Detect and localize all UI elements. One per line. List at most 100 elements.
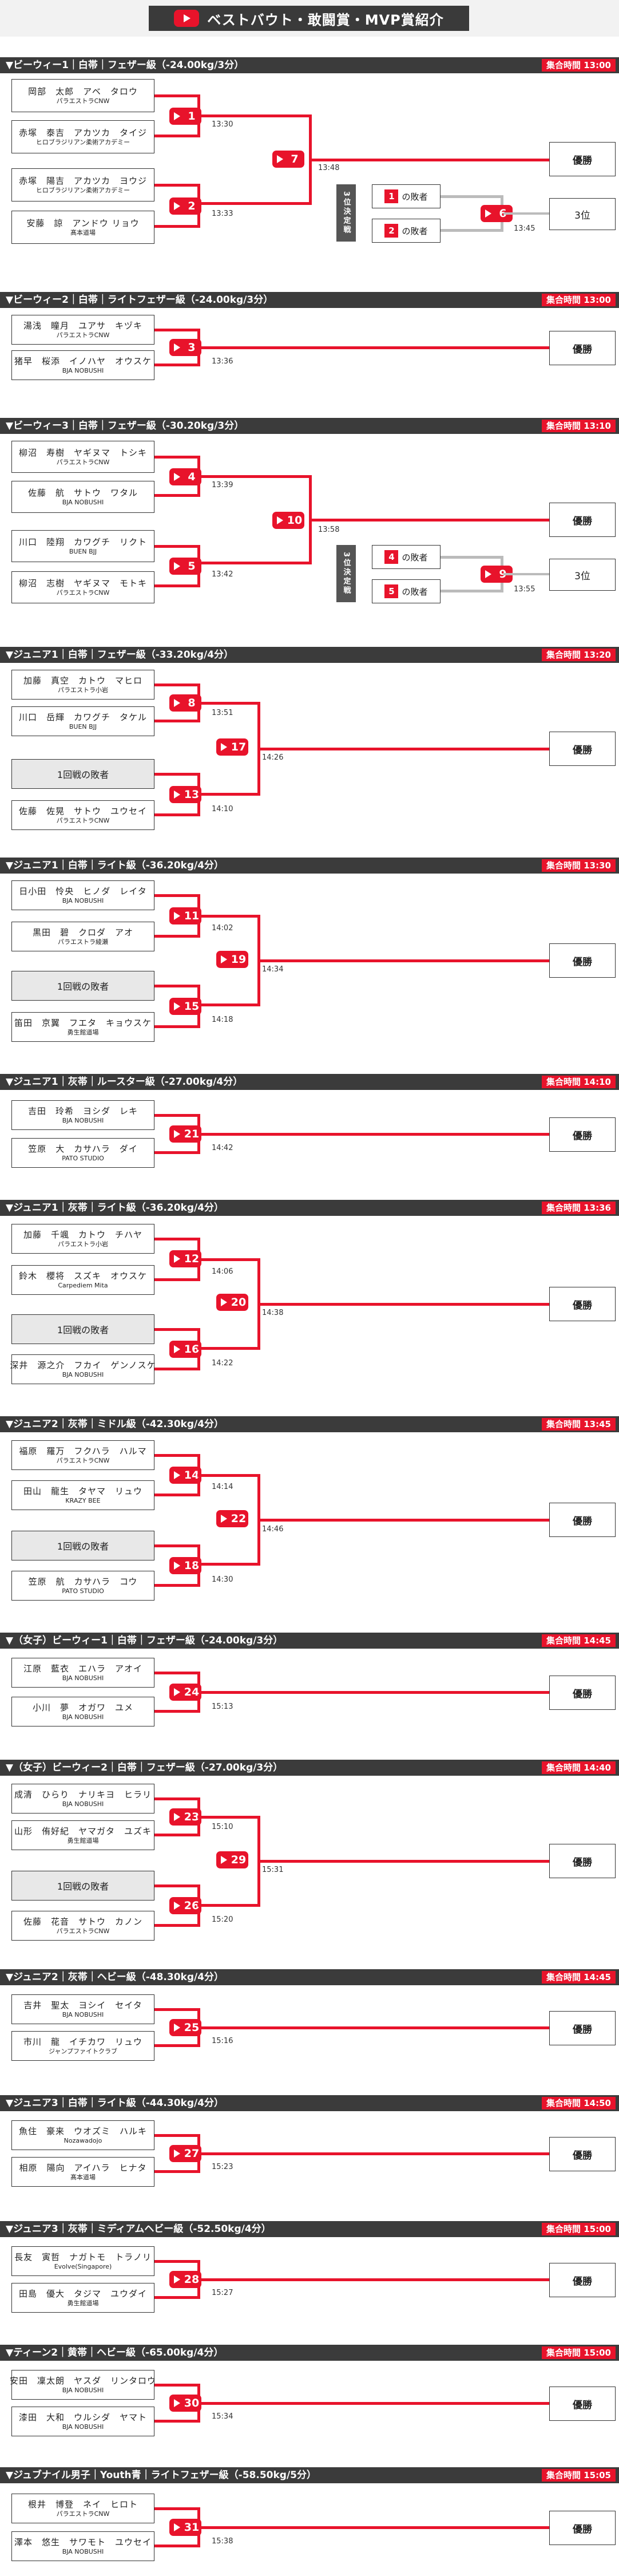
match-number: 27 xyxy=(184,2147,200,2160)
bracket-line xyxy=(503,573,549,575)
match-play-button[interactable]: 16 xyxy=(169,1341,201,1358)
match-time: 14:38 xyxy=(262,1309,284,1317)
bracket-line xyxy=(200,2526,549,2529)
match-play-button[interactable]: 18 xyxy=(169,1557,201,1574)
section-header: ▼ジュニア1｜灰帯｜ルースター級（-27.00kg/4分） 集合時間 14:10 xyxy=(0,1074,619,1090)
division-title: ▼（女子）ビーウィー2｜白帯｜フェザー級（-27.00kg/3分） xyxy=(6,1762,283,1773)
play-icon xyxy=(174,699,180,707)
play-icon xyxy=(221,1515,227,1523)
match-play-button[interactable]: 2 xyxy=(169,197,201,215)
match-play-button[interactable]: 28 xyxy=(169,2271,201,2288)
competitor-name: 吉井 聖太 ヨシイ セイタ xyxy=(23,2000,142,2010)
third-place-label: 3位決定戦 xyxy=(336,545,356,602)
division-title: ▼ジュニア1｜灰帯｜ルースター級（-27.00kg/4分） xyxy=(6,1076,243,1088)
match-play-button[interactable]: 24 xyxy=(169,1684,201,1701)
match-number: 12 xyxy=(184,1253,200,1265)
match-play-button[interactable]: 4 xyxy=(169,468,201,485)
bye-box: 1回戦の敗者 xyxy=(11,1531,154,1560)
bracket-line xyxy=(197,1258,260,1350)
competitor-team: BJA NOBUSHI xyxy=(62,367,104,374)
play-icon[interactable] xyxy=(174,10,200,27)
competitor-team: 髙本道場 xyxy=(70,2174,96,2181)
division-title: ▼ジュニア1｜白帯｜フェザー級（-33.20kg/4分） xyxy=(6,649,234,661)
match-play-button[interactable]: 21 xyxy=(169,1125,201,1143)
third-place-label: 3位決定戦 xyxy=(336,184,356,242)
winner-box: 優勝 xyxy=(549,1287,616,1321)
match-play-button[interactable]: 5 xyxy=(169,558,201,575)
section-header: ▼（女子）ビーウィー2｜白帯｜フェザー級（-27.00kg/3分） 集合時間 1… xyxy=(0,1760,619,1776)
play-icon xyxy=(174,2024,180,2032)
match-play-button[interactable]: 31 xyxy=(169,2519,201,2536)
match-number: 7 xyxy=(291,153,299,165)
match-time: 13:39 xyxy=(212,481,233,489)
competitor-box: 佐藤 航 サトウ ワタル BJA NOBUSHI xyxy=(11,481,154,513)
bracket-line xyxy=(197,114,312,205)
call-time-badge: 集合時間 14:50 xyxy=(542,2097,616,2109)
loser-label: の敗者 xyxy=(402,191,428,202)
competitor-box: 鈴木 櫻将 スズキ オウスケ Carpediem Mita xyxy=(11,1265,154,1295)
competitor-name: 加藤 千颯 カトウ チハヤ xyxy=(23,1230,142,1240)
competitor-name: 市川 龍 イチカワ リュウ xyxy=(23,2037,142,2047)
competitor-team: KRAZY BEE xyxy=(65,1497,101,1504)
play-icon xyxy=(174,2399,180,2407)
match-time: 13:45 xyxy=(514,224,535,233)
match-time: 14:18 xyxy=(212,1016,233,1024)
winner-box: 優勝 xyxy=(549,503,616,537)
top-banner: ベストバウト・敢闘賞・MVP賞紹介 xyxy=(0,0,619,37)
match-play-button[interactable]: 23 xyxy=(169,1808,201,1826)
competitor-name: 相原 陽向 アイハラ ヒナタ xyxy=(19,2163,147,2173)
match-time: 13:51 xyxy=(212,709,233,717)
match-play-button[interactable]: 19 xyxy=(216,951,248,968)
match-play-button[interactable]: 6 xyxy=(481,205,513,222)
match-play-button[interactable]: 20 xyxy=(216,1294,248,1311)
match-play-button[interactable]: 25 xyxy=(169,2019,201,2036)
match-play-button[interactable]: 22 xyxy=(216,1510,248,1527)
play-icon xyxy=(174,1255,180,1263)
match-play-button[interactable]: 17 xyxy=(216,738,248,756)
competitor-box: 川口 陸翔 カワグチ リクト BUEN BJJ xyxy=(11,530,154,562)
play-icon xyxy=(174,2275,180,2283)
match-play-button[interactable]: 10 xyxy=(272,512,304,529)
winner-box: 優勝 xyxy=(549,1844,616,1878)
competitor-team: BJA NOBUSHI xyxy=(62,1713,104,1721)
match-play-button[interactable]: 11 xyxy=(169,907,201,924)
match-play-button[interactable]: 3 xyxy=(169,339,201,356)
banner-bar[interactable]: ベストバウト・敢闘賞・MVP賞紹介 xyxy=(149,6,469,31)
match-play-button[interactable]: 1 xyxy=(169,108,201,125)
winner-box: 優勝 xyxy=(549,1676,616,1710)
division-title: ▼ビーウィー1｜白帯｜フェザー級（-24.00kg/3分） xyxy=(6,60,244,71)
match-play-button[interactable]: 7 xyxy=(272,151,304,168)
match-time: 14:02 xyxy=(212,924,233,933)
match-play-button[interactable]: 13 xyxy=(169,786,201,803)
bracket-section-14: ▼ティーン2｜黄帯｜ヘビー級（-65.00kg/4分） 集合時間 15:00 安… xyxy=(0,2345,619,2442)
match-ref: 1 xyxy=(384,189,399,203)
match-ref: 5 xyxy=(384,584,399,598)
competitor-team: BJA NOBUSHI xyxy=(62,1371,104,1378)
competitor-box: 江原 藍衣 エハラ アオイ BJA NOBUSHI xyxy=(11,1658,154,1688)
match-play-button[interactable]: 12 xyxy=(169,1250,201,1267)
match-play-button[interactable]: 15 xyxy=(169,998,201,1015)
competitor-team: BJA NOBUSHI xyxy=(62,2423,104,2431)
division-title: ▼ジュニア1｜灰帯｜ライト級（-36.20kg/4分） xyxy=(6,1202,224,1214)
competitor-box: 湯浅 瞳月 ユアサ キヅキ パラエストラCNW xyxy=(11,315,154,345)
match-play-button[interactable]: 30 xyxy=(169,2395,201,2412)
competitor-box: 吉井 聖太 ヨシイ セイタ BJA NOBUSHI xyxy=(11,1994,154,2024)
match-play-button[interactable]: 27 xyxy=(169,2145,201,2162)
match-play-button[interactable]: 14 xyxy=(169,1467,201,1484)
bye-box: 1回戦の敗者 xyxy=(11,1871,154,1901)
competitor-box: 佐藤 佐晃 サトウ ユウセイ パラエストラCNW xyxy=(11,800,154,830)
match-play-button[interactable]: 8 xyxy=(169,694,201,712)
division-title: ▼（女子）ビーウィー1｜白帯｜フェザー級（-24.00kg/3分） xyxy=(6,1635,283,1646)
competitor-name: 黒田 碧 クロダ アオ xyxy=(32,927,133,938)
match-play-button[interactable]: 29 xyxy=(216,1851,248,1868)
play-icon xyxy=(221,1298,227,1306)
competitor-name: 山形 侑好紀 ヤマガタ ユズキ xyxy=(14,1826,152,1836)
match-play-button[interactable]: 26 xyxy=(169,1897,201,1914)
bracket-line xyxy=(200,1691,549,1694)
competitor-team: ヒロブラジリアン柔術アカデミー xyxy=(35,187,130,194)
competitor-team: ジャンプファイトクラブ xyxy=(48,2048,118,2055)
competitor-box: 岡部 太郎 アベ タロウ パラエストラCNW xyxy=(11,79,154,112)
match-time: 14:34 xyxy=(262,965,284,974)
competitor-name: 赤塚 泰吉 アカツカ タイジ xyxy=(18,128,147,138)
competitor-name: 田山 龍生 タヤマ リュウ xyxy=(23,1486,142,1496)
